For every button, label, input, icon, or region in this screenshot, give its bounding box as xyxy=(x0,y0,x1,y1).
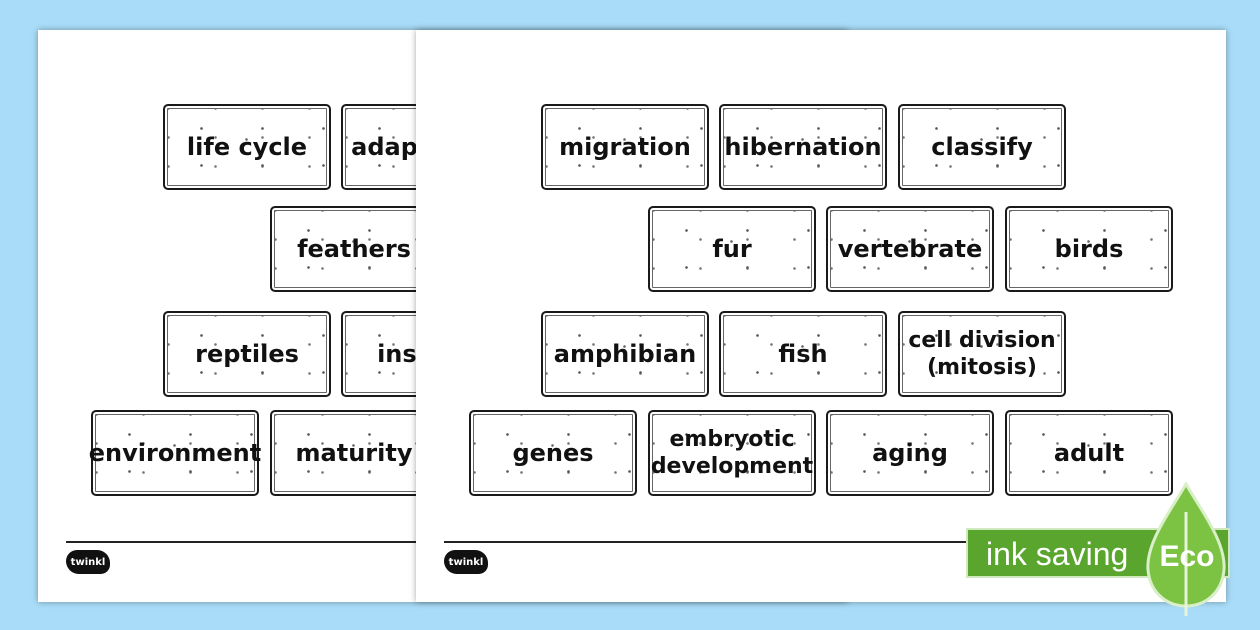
word-card: life cycle xyxy=(163,104,331,190)
word-card: reptiles xyxy=(163,311,331,397)
word-card: embryotic development xyxy=(648,410,816,496)
footer-divider xyxy=(444,541,1226,543)
word-card: aging xyxy=(826,410,994,496)
twinkl-logo: twinkl xyxy=(66,550,110,574)
word-card: feathers xyxy=(270,206,438,292)
word-card: classify xyxy=(898,104,1066,190)
word-card: cell division (mitosis) xyxy=(898,311,1066,397)
leaf-icon xyxy=(1146,482,1226,616)
word-card: amphibian xyxy=(541,311,709,397)
eco-badge: ink saving Eco xyxy=(966,482,1230,617)
ink-saving-text: ink saving xyxy=(986,536,1129,572)
word-card: fur xyxy=(648,206,816,292)
word-card: vertebrate xyxy=(826,206,994,292)
eco-label: Eco xyxy=(1159,540,1215,573)
word-card: migration xyxy=(541,104,709,190)
word-card: environment xyxy=(89,410,261,496)
front-worksheet: migration hibernation classify fur verte… xyxy=(416,30,1226,602)
word-card: hibernation xyxy=(719,104,887,190)
twinkl-logo: twinkl xyxy=(444,550,488,574)
word-card: birds xyxy=(1005,206,1173,292)
word-card: maturity xyxy=(270,410,438,496)
word-card: fish xyxy=(719,311,887,397)
word-card: genes xyxy=(469,410,637,496)
word-card: adult xyxy=(1005,410,1173,496)
